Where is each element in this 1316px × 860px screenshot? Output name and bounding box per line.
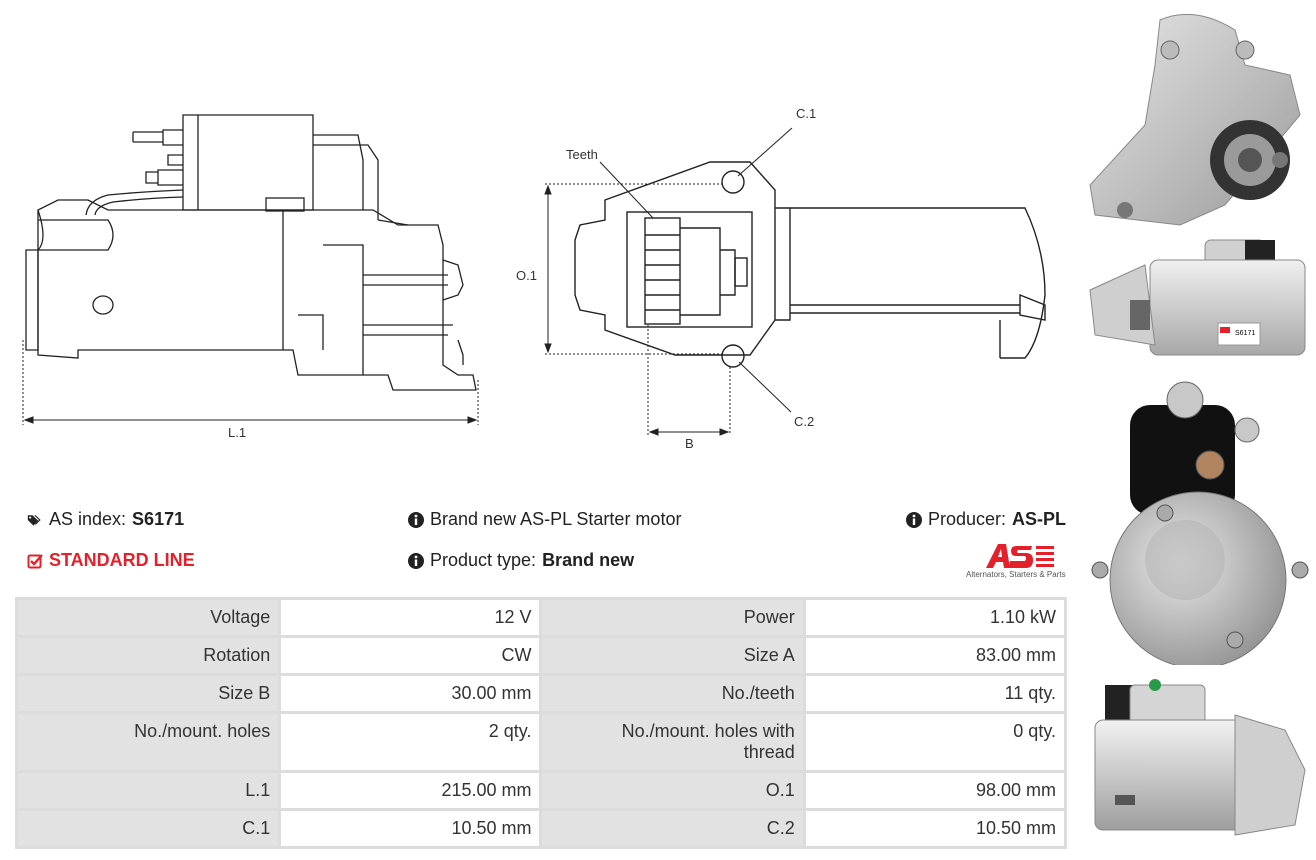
spec-value: 98.00 mm	[805, 773, 1064, 808]
spec-key: Size A	[542, 638, 803, 673]
as-logo-mark-icon	[986, 544, 1054, 568]
spec-value: 10.50 mm	[281, 811, 540, 846]
table-row: No./mount. holes 2 qty. No./mount. holes…	[18, 714, 1064, 770]
standard-line-badge: STANDARD LINE	[27, 550, 195, 571]
producer-value: AS-PL	[1012, 509, 1067, 529]
product-type-value: Brand new	[542, 550, 635, 570]
logo-tagline: Alternators, Starters & Parts	[966, 570, 1066, 579]
spec-value: 12 V	[281, 600, 540, 635]
l1-dimension-label: L.1	[228, 425, 247, 440]
product-photo-side[interactable]: S6171	[1085, 235, 1311, 365]
spec-value: 11 qty.	[805, 676, 1064, 711]
spec-key: Size B	[18, 676, 279, 711]
info-icon	[906, 511, 922, 528]
as-index-value: S6171	[132, 509, 185, 529]
product-type-row: Product type: Brand new	[408, 550, 634, 571]
product-photo-front-flange[interactable]	[1085, 5, 1311, 235]
spec-key: L.1	[18, 773, 279, 808]
spec-value: 0 qty.	[805, 714, 1064, 770]
spec-value: 2 qty.	[281, 714, 540, 770]
teeth-label: Teeth	[566, 147, 598, 162]
as-index: AS index: S6171	[27, 509, 184, 530]
checkbox-checked-icon	[27, 553, 43, 568]
spec-key: No./teeth	[542, 676, 803, 711]
spec-key: O.1	[542, 773, 803, 808]
table-row: Rotation CW Size A 83.00 mm	[18, 638, 1064, 673]
c2-dimension-label: C.2	[794, 414, 815, 429]
description-text: Brand new AS-PL Starter motor	[430, 509, 682, 529]
spec-key: Power	[542, 600, 803, 635]
spec-value: 1.10 kW	[805, 600, 1064, 635]
spec-value: 83.00 mm	[805, 638, 1064, 673]
spec-value: 30.00 mm	[281, 676, 540, 711]
tags-icon	[27, 514, 41, 526]
as-pl-logo: Alternators, Starters & Parts	[966, 540, 1068, 579]
c1-dimension-label: C.1	[796, 106, 817, 121]
product-label-tag: S6171	[1235, 330, 1255, 337]
spec-key: No./mount. holes	[18, 714, 279, 770]
spec-key: Voltage	[18, 600, 279, 635]
table-row: Size B 30.00 mm No./teeth 11 qty.	[18, 676, 1064, 711]
product-photo-rear[interactable]	[1085, 375, 1311, 665]
front-view-drawing	[544, 127, 1046, 436]
specifications-table: Voltage 12 V Power 1.10 kW Rotation CW S…	[15, 597, 1067, 849]
table-row: Voltage 12 V Power 1.10 kW	[18, 600, 1064, 635]
info-icon	[408, 511, 424, 528]
standard-line-text: STANDARD LINE	[49, 550, 195, 570]
spec-key: Rotation	[18, 638, 279, 673]
spec-value: 215.00 mm	[281, 773, 540, 808]
info-icon	[408, 552, 424, 569]
spec-value: 10.50 mm	[805, 811, 1064, 846]
spec-key: C.2	[542, 811, 803, 846]
producer-row: Producer: AS-PL	[906, 509, 1066, 530]
b-dimension-label: B	[685, 436, 694, 451]
producer-label: Producer:	[928, 509, 1007, 529]
o1-dimension-label: O.1	[516, 268, 537, 283]
product-photo-top[interactable]	[1085, 675, 1311, 845]
side-view-drawing	[22, 114, 479, 425]
table-row: L.1 215.00 mm O.1 98.00 mm	[18, 773, 1064, 808]
description-row: Brand new AS-PL Starter motor	[408, 509, 681, 530]
product-type-label: Product type:	[430, 550, 537, 570]
spec-key: No./mount. holes with thread	[542, 714, 803, 770]
spec-key: C.1	[18, 811, 279, 846]
table-row: C.1 10.50 mm C.2 10.50 mm	[18, 811, 1064, 846]
as-index-label: AS index:	[49, 509, 127, 529]
spec-value: CW	[281, 638, 540, 673]
